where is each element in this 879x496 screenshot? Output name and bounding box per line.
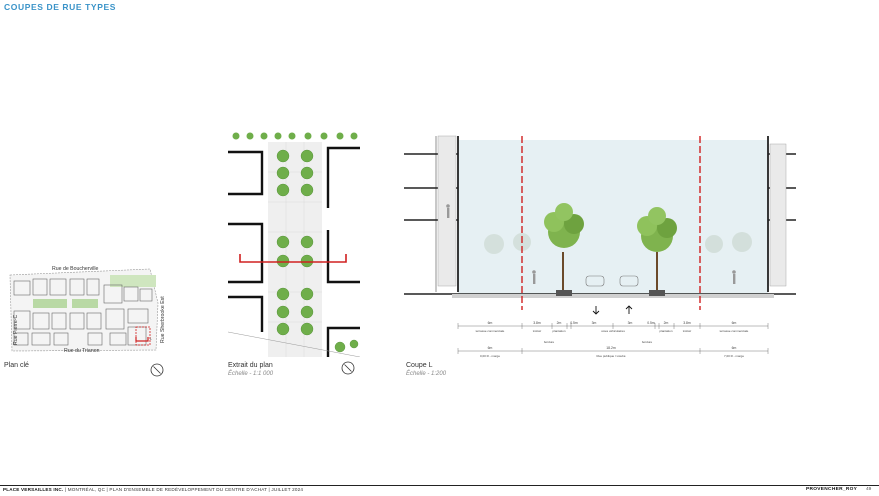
plan-extract-label: Extrait du plan [228, 362, 273, 369]
north-arrow-icon [341, 361, 355, 375]
street-south: Rue du Trianon [64, 348, 100, 354]
label-top-6: trottoir [683, 329, 692, 333]
footer-divider [0, 485, 879, 486]
label-bottom-3: 7,00 R - marge [724, 354, 744, 358]
plan-extract-scale: Échelle - 1:1 000 [228, 371, 274, 377]
label-top-3: plantation [552, 329, 565, 333]
label-top-2: trottoir [533, 329, 542, 333]
label-bottom-1: 0,00 R - marge [480, 354, 500, 358]
page-title: COUPES DE RUE TYPES [4, 2, 117, 12]
dim-top-6: 3m [628, 321, 633, 325]
label-bordure-right: bordure [642, 340, 653, 344]
section-scale: Échelle - 1:200 [406, 371, 447, 377]
section-label: Coupe L [406, 362, 433, 369]
label-top-4: voies véhiculaires [601, 329, 625, 333]
footer-project: PLACE VERSAILLES INC. | MONTRÉAL, QC | P… [3, 487, 303, 492]
key-plan-map: L Rue de Boucherville Rue du Trianon Rue… [9, 266, 166, 354]
street-east: Rue Sherbrooke Est [160, 296, 166, 343]
label-bordure-left: bordure [544, 340, 555, 344]
dim-top-10: 6m [732, 321, 737, 325]
key-plan-label: Plan clé [4, 362, 29, 369]
dim-top-4: 0.5m [570, 321, 578, 325]
plan-extract-map [228, 132, 360, 357]
dim-top-5: 3m [592, 321, 597, 325]
label-top-1: terrasse commerciale [476, 329, 505, 333]
dim-bottom-1: 6m [488, 346, 493, 350]
dim-top-7: 0.5m [647, 321, 655, 325]
footer-firm-logo: PROVENCHER_ROY [806, 487, 858, 492]
dim-top-1: 6m [488, 321, 493, 325]
label-bottom-2: Rue publique / Lisubé [596, 354, 625, 358]
dim-bottom-2: 18.2m [606, 346, 616, 350]
page-number: 49 [866, 487, 872, 492]
dim-top-2: 3.8m [533, 321, 541, 325]
dim-top-8: 2m [664, 321, 669, 325]
street-north: Rue de Boucherville [52, 266, 99, 272]
dim-top-3: 2m [557, 321, 562, 325]
label-top-7: terrasse commerciale [720, 329, 749, 333]
section-marker: L [150, 337, 152, 341]
label-top-5: plantation [659, 329, 672, 333]
dim-top-9: 3.8m [683, 321, 691, 325]
footer-client: PLACE VERSAILLES INC. [3, 487, 64, 492]
dim-bottom-3: 6m [732, 346, 737, 350]
footer-details: | MONTRÉAL, QC | PLAN D'ENSEMBLE DE REDÉ… [64, 487, 304, 492]
north-arrow-icon [150, 363, 164, 377]
street-west: Rue Pierre-C [13, 314, 19, 345]
street-section-drawing: 6m 3.8m 2m 0.5m 3m 3m 0.5m 2m 3.8m 6m te… [404, 135, 796, 358]
